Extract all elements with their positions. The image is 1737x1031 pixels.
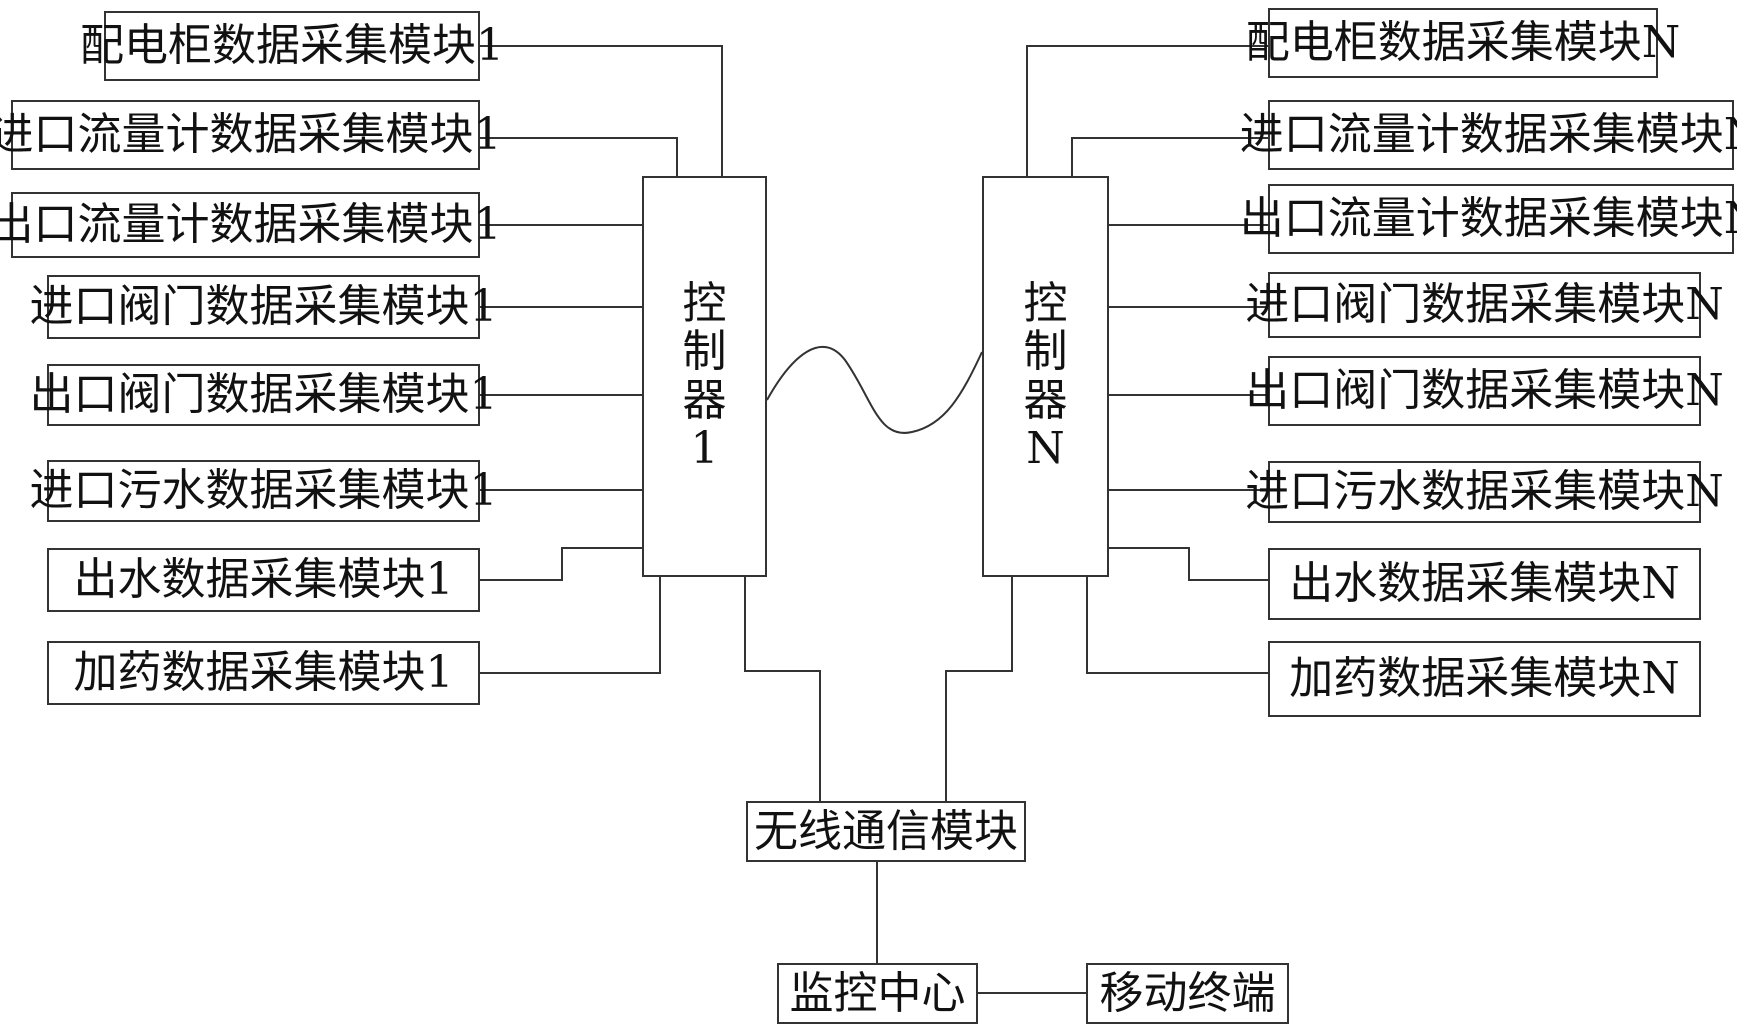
link-ctrl1-wireless (744, 577, 821, 801)
link-right-2 (1071, 137, 1268, 176)
right-module-power-cabinet: 配电柜数据采集模块N (1246, 8, 1680, 78)
controller-1-char-2: 制 (682, 326, 727, 378)
left-module-inlet-sewage: 进口污水数据采集模块1 (30, 460, 498, 522)
right-module-effluent: 出水数据采集模块N (1268, 548, 1701, 620)
link-right-8 (1086, 577, 1268, 674)
left-module-outlet-valve: 出口阀门数据采集模块1 (30, 364, 498, 426)
left-module-inlet-flowmeter: 进口流量计数据采集模块1 (0, 100, 502, 170)
right-module-inlet-sewage: 进口污水数据采集模块N (1245, 461, 1724, 523)
controller-n-char-4: N (1026, 422, 1065, 474)
link-left-2 (480, 137, 678, 176)
mobile-terminal: 移动终端 (1086, 963, 1289, 1024)
controller-1-char-1: 控 (682, 277, 727, 329)
right-module-inlet-flowmeter: 进口流量计数据采集模块N (1240, 100, 1737, 170)
right-module-inlet-valve: 进口阀门数据采集模块N (1245, 272, 1724, 338)
controller-n-char-1: 控 (1023, 277, 1068, 329)
link-right-1 (1026, 45, 1268, 176)
link-ctrlN-wireless (945, 577, 1013, 801)
controller-1: 控 制 器 1 (642, 176, 767, 577)
wireless-communication-module: 无线通信模块 (746, 801, 1026, 862)
controller-n: 控 制 器 N (982, 176, 1109, 577)
right-module-outlet-flowmeter: 出口流量计数据采集模块N (1240, 184, 1737, 254)
right-module-outlet-valve: 出口阀门数据采集模块N (1245, 356, 1724, 426)
controller-1-char-4: 1 (690, 422, 719, 474)
link-left-1 (480, 45, 723, 176)
controller-n-char-3: 器 (1023, 374, 1068, 426)
controller-wave-link (766, 346, 983, 434)
left-module-dosing: 加药数据采集模块1 (47, 641, 480, 705)
link-left-8 (480, 577, 661, 674)
left-module-effluent: 出水数据采集模块1 (47, 548, 480, 612)
controller-1-char-3: 器 (682, 374, 727, 426)
right-module-dosing: 加药数据采集模块N (1268, 641, 1701, 717)
left-module-power-cabinet: 配电柜数据采集模块1 (80, 11, 504, 81)
left-module-outlet-flowmeter: 出口流量计数据采集模块1 (0, 192, 502, 258)
monitoring-center: 监控中心 (777, 963, 978, 1024)
controller-n-char-2: 制 (1023, 326, 1068, 378)
left-module-inlet-valve: 进口阀门数据采集模块1 (30, 275, 498, 339)
link-right-7 (1109, 547, 1268, 581)
link-left-7 (480, 547, 642, 581)
